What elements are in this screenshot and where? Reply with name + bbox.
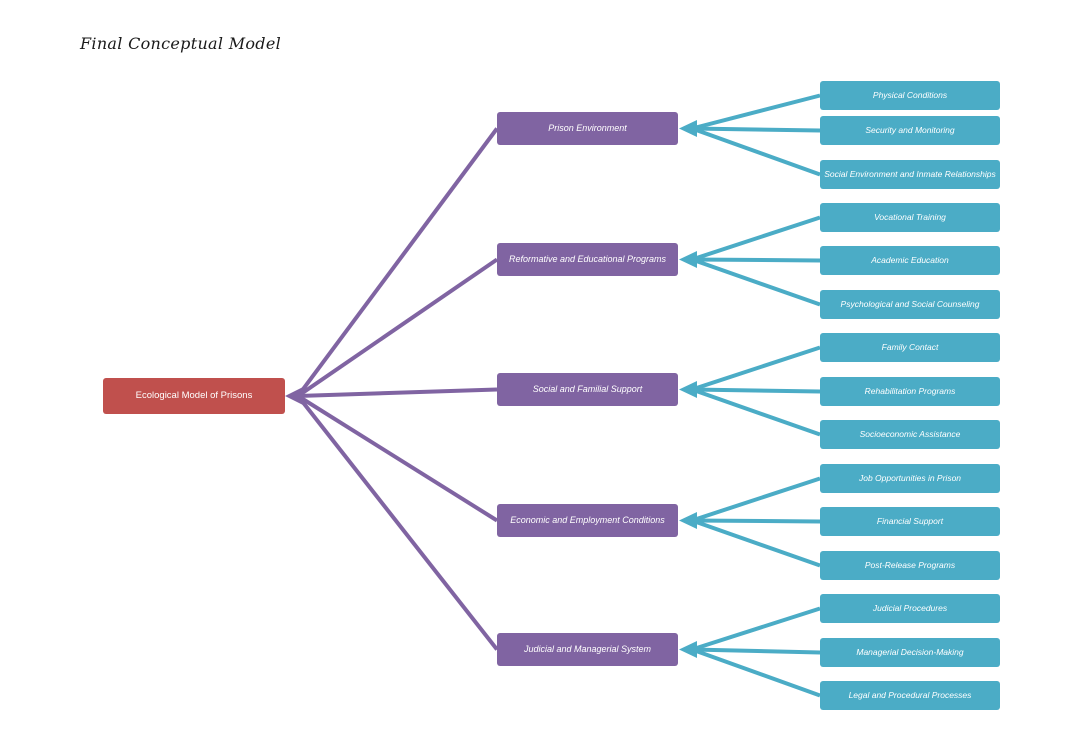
- branch-leaf-connectors-5: [679, 606, 821, 698]
- leaf-node-managerial-decision-making: Managerial Decision-Making: [820, 638, 1000, 667]
- leaf-node-social-environment-inmate-relationships: Social Environment and Inmate Relationsh…: [820, 160, 1000, 189]
- root-branch-connectors: [285, 127, 499, 651]
- branch-node-reformative-educational-programs: Reformative and Educational Programs: [497, 243, 678, 276]
- leaf-node-socioeconomic-assistance: Socioeconomic Assistance: [820, 420, 1000, 449]
- arrowhead-icon: [285, 387, 303, 405]
- arrowhead-icon: [679, 381, 697, 398]
- leaf-node-rehabilitation-programs: Rehabilitation Programs: [820, 377, 1000, 406]
- leaf-node-legal-procedural-processes: Legal and Procedural Processes: [820, 681, 1000, 710]
- leaf-node-psychological-social-counseling: Psychological and Social Counseling: [820, 290, 1000, 319]
- root-node-ecological-model: Ecological Model of Prisons: [103, 378, 285, 414]
- branch-node-economic-employment-conditions: Economic and Employment Conditions: [497, 504, 678, 537]
- branch-node-prison-environment: Prison Environment: [497, 112, 678, 145]
- branch-node-social-familial-support: Social and Familial Support: [497, 373, 678, 406]
- leaf-node-physical-conditions: Physical Conditions: [820, 81, 1000, 110]
- arrowhead-icon: [679, 120, 697, 137]
- branch-leaf-connectors-1: [679, 93, 821, 177]
- branch-leaf-connectors-3: [679, 345, 821, 437]
- leaf-node-post-release-programs: Post-Release Programs: [820, 551, 1000, 580]
- leaf-node-judicial-procedures: Judicial Procedures: [820, 594, 1000, 623]
- leaf-node-financial-support: Financial Support: [820, 507, 1000, 536]
- arrowhead-icon: [679, 641, 697, 658]
- leaf-node-academic-education: Academic Education: [820, 246, 1000, 275]
- branch-leaf-connectors-2: [679, 215, 821, 307]
- arrowhead-icon: [679, 251, 697, 268]
- branch-leaf-connectors-4: [679, 476, 821, 568]
- branch-node-judicial-managerial-system: Judicial and Managerial System: [497, 633, 678, 666]
- arrowhead-icon: [679, 512, 697, 529]
- leaf-node-family-contact: Family Contact: [820, 333, 1000, 362]
- leaf-node-security-and-monitoring: Security and Monitoring: [820, 116, 1000, 145]
- leaf-node-job-opportunities-in-prison: Job Opportunities in Prison: [820, 464, 1000, 493]
- page-title: Final Conceptual Model: [80, 34, 282, 53]
- leaf-node-vocational-training: Vocational Training: [820, 203, 1000, 232]
